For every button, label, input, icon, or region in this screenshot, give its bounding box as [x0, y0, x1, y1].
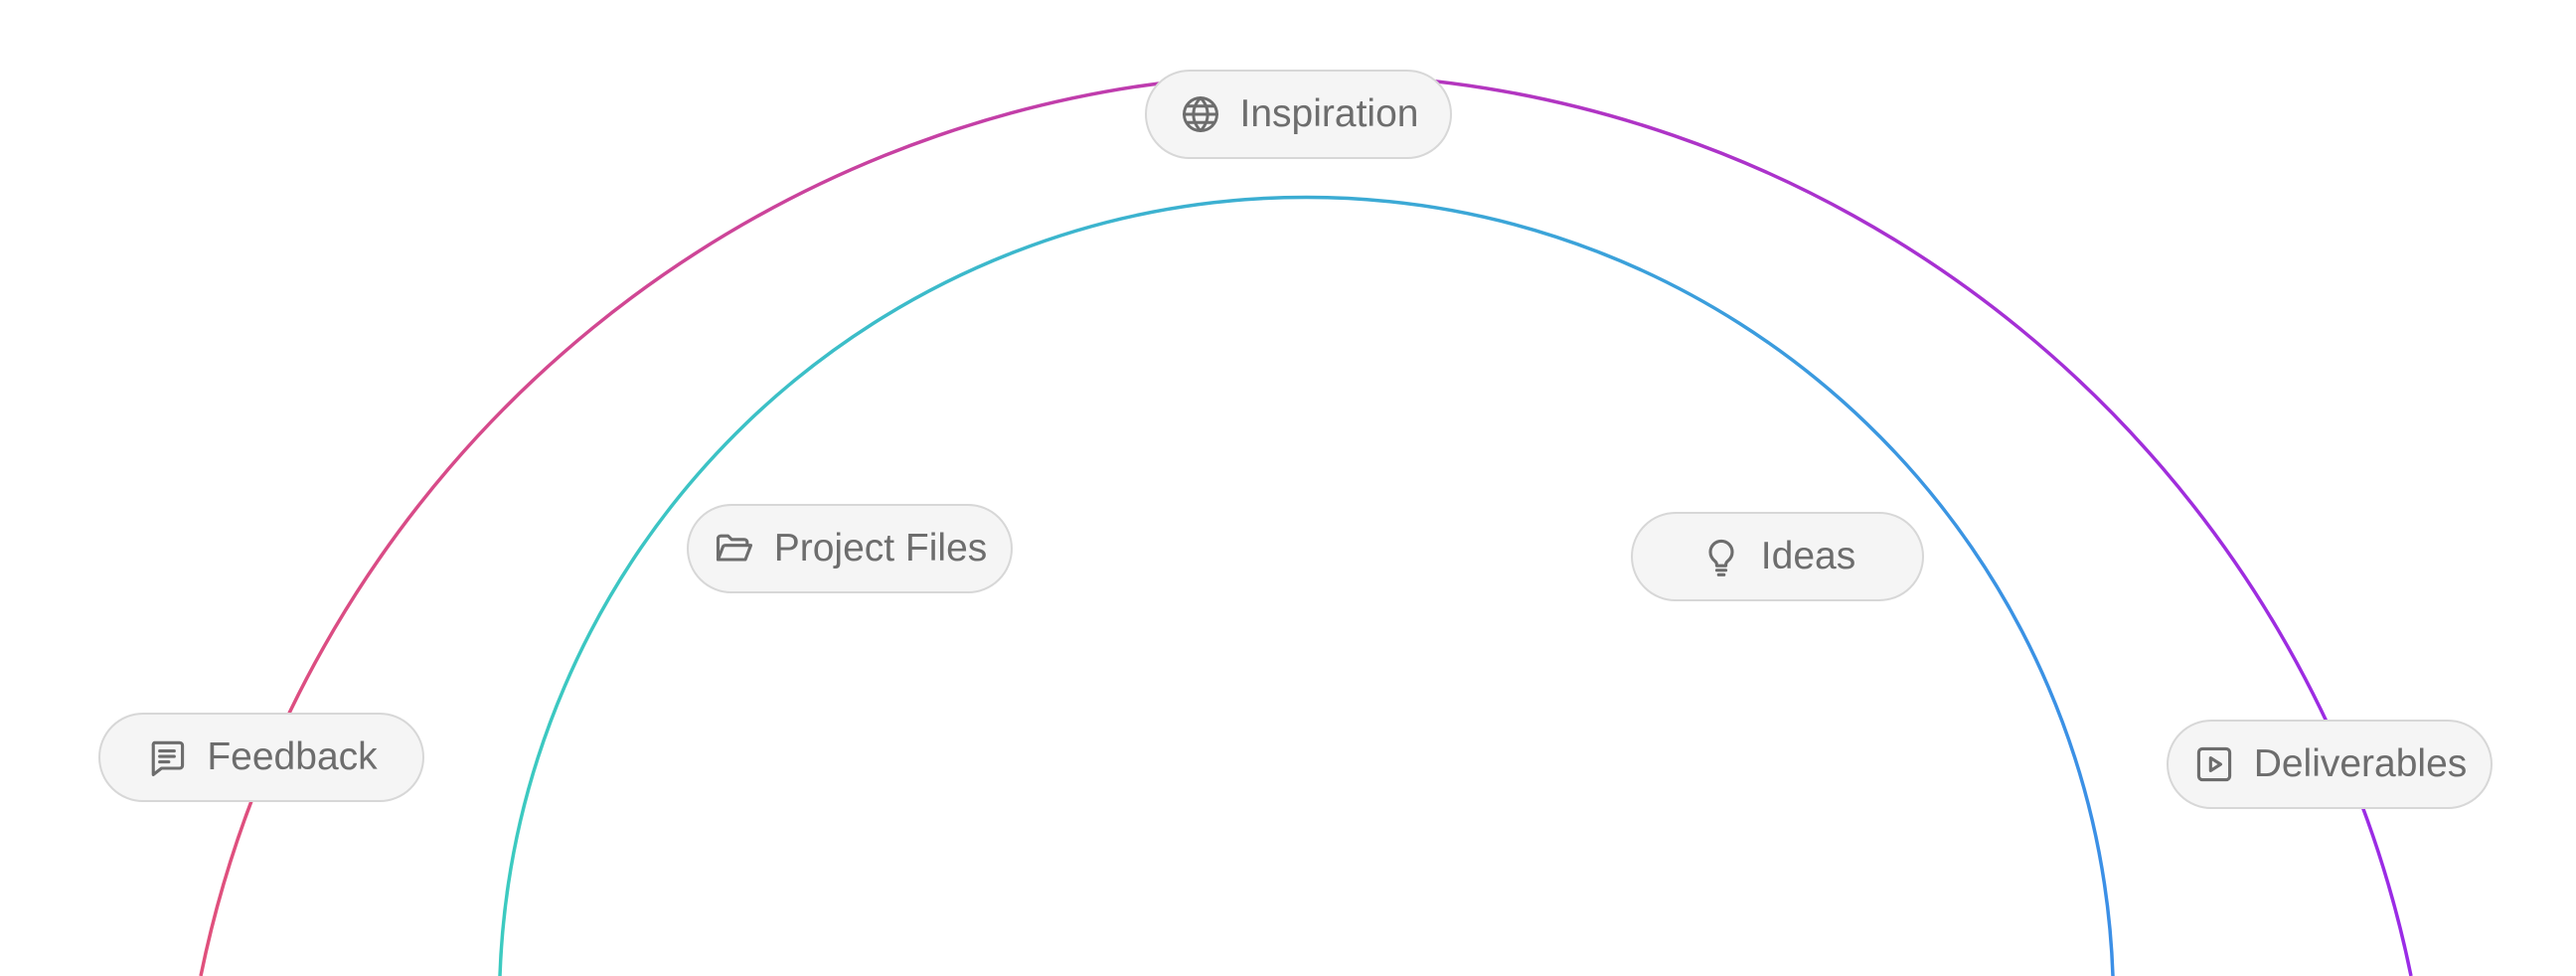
- lightbulb-icon: [1699, 535, 1743, 578]
- node-label: Deliverables: [2253, 742, 2468, 785]
- node-project-files[interactable]: Project Files: [687, 504, 1013, 593]
- message-square-text-icon: [145, 735, 189, 779]
- node-label: Inspiration: [1239, 92, 1419, 135]
- node-label: Project Files: [773, 527, 988, 569]
- globe-icon: [1179, 92, 1222, 136]
- node-feedback[interactable]: Feedback: [98, 713, 424, 802]
- play-square-icon: [2192, 742, 2236, 786]
- inner-arc: [498, 195, 2115, 976]
- node-inspiration[interactable]: Inspiration: [1145, 70, 1452, 159]
- node-ideas[interactable]: Ideas: [1631, 512, 1924, 601]
- node-label: Feedback: [207, 735, 378, 778]
- outer-arc: [199, 72, 2413, 976]
- node-label: Ideas: [1760, 535, 1856, 577]
- node-deliverables[interactable]: Deliverables: [2167, 720, 2493, 809]
- folder-open-icon: [713, 527, 756, 570]
